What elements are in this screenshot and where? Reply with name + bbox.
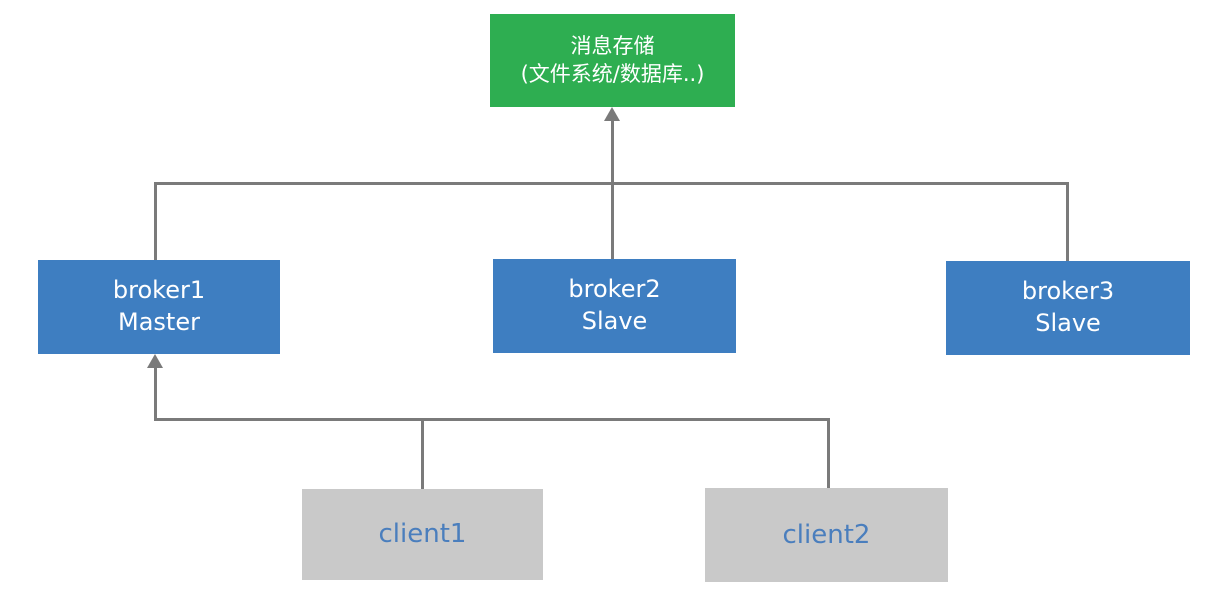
node-client1: client1	[302, 489, 543, 580]
broker1-name: broker1	[112, 276, 206, 305]
client1-label: client1	[378, 519, 467, 550]
connector-broker2-to-storage	[611, 119, 614, 259]
node-broker1-master: broker1 Master	[38, 260, 280, 354]
connector-clients-to-broker1	[154, 366, 157, 421]
connector-client1-to-bus	[421, 418, 424, 489]
broker3-role: Slave	[1035, 309, 1101, 337]
connector-client2-to-bus	[827, 418, 830, 488]
connector-clients-horizontal	[154, 418, 830, 421]
node-broker2-slave: broker2 Slave	[493, 259, 736, 353]
broker1-role: Master	[118, 308, 200, 336]
message-storage-subtitle: (文件系统/数据库..)	[520, 61, 705, 86]
arrow-up-into-storage-icon	[604, 107, 620, 121]
broker3-name: broker3	[1021, 277, 1115, 306]
node-message-storage: 消息存储 (文件系统/数据库..)	[490, 14, 735, 107]
node-client2: client2	[705, 488, 948, 582]
connector-broker1-to-bus	[154, 182, 157, 261]
broker2-name: broker2	[568, 275, 661, 304]
arrow-up-into-broker1-icon	[147, 354, 163, 368]
client2-label: client2	[782, 519, 871, 550]
node-broker3-slave: broker3 Slave	[946, 261, 1190, 355]
broker2-role: Slave	[581, 307, 648, 335]
connector-broker3-to-bus	[1066, 182, 1069, 264]
message-storage-title: 消息存储	[570, 33, 655, 58]
